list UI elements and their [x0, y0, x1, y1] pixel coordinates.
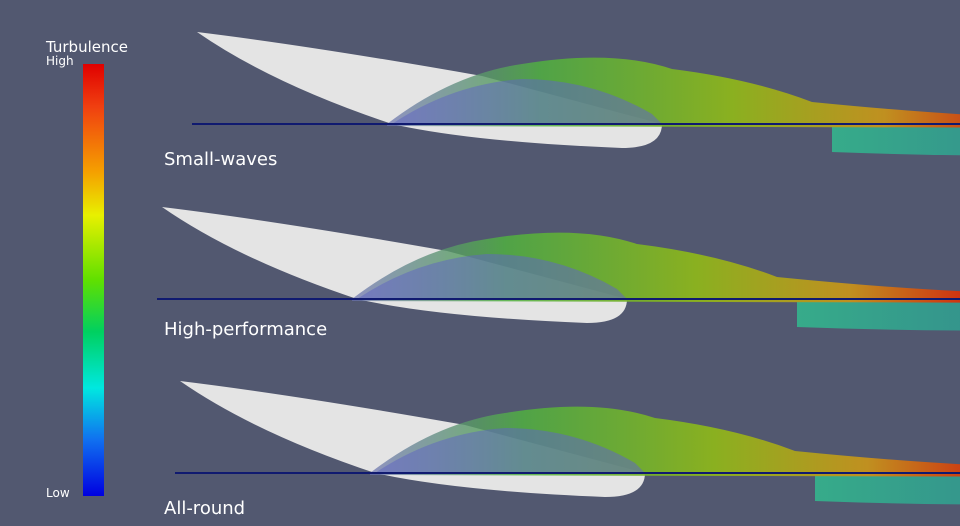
panel-label-small-waves: Small-waves [164, 149, 278, 170]
panel-label-all-round: All-round [164, 498, 246, 519]
colorbar [83, 64, 104, 496]
board-high-performance [156, 206, 960, 332]
colorbar-title: Turbulence [46, 38, 128, 56]
board-small-waves [191, 31, 960, 157]
colorbar-low-label: Low [46, 486, 70, 500]
colorbar-high-label: High [46, 54, 74, 68]
panel-label-high-performance: High-performance [164, 319, 328, 340]
board-all-round [174, 380, 960, 506]
